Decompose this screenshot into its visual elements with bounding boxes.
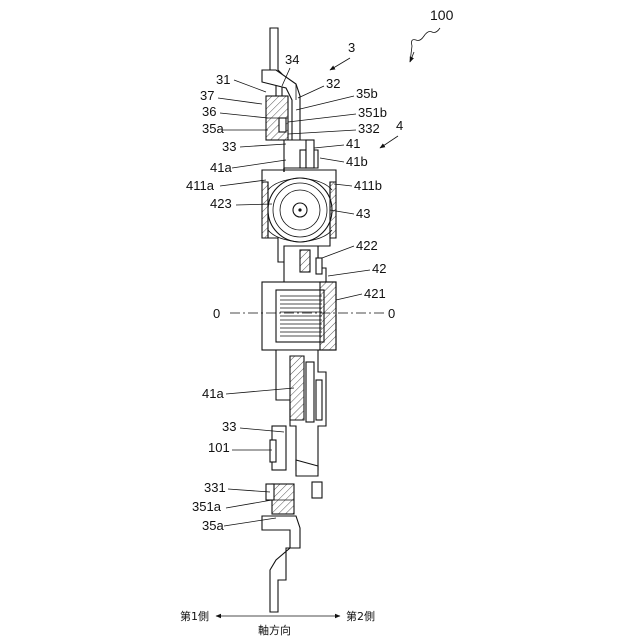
label-41a-bottom: 41a <box>202 386 224 401</box>
label-32: 32 <box>326 76 340 91</box>
direction-first-side: 第1側 <box>180 609 209 623</box>
outer-plate-bottom <box>262 516 300 612</box>
label-33-bottom: 33 <box>222 419 236 434</box>
label-411a: 411a <box>186 178 215 193</box>
direction-second-side: 第2側 <box>346 609 375 623</box>
label-4: 4 <box>396 118 403 133</box>
axis-label-left: 0 <box>213 306 220 321</box>
label-35a-top: 35a <box>202 121 224 136</box>
axis-label-right: 0 <box>388 306 395 321</box>
label-43: 43 <box>356 206 370 221</box>
clutch-assembly-section <box>262 28 336 612</box>
label-41a-top: 41a <box>210 160 232 175</box>
label-31: 31 <box>216 72 230 87</box>
label-3: 3 <box>348 40 355 55</box>
label-36: 36 <box>202 104 216 119</box>
label-332: 332 <box>358 121 380 136</box>
label-37: 37 <box>200 88 214 103</box>
label-41b: 41b <box>346 154 368 169</box>
label-42: 42 <box>372 261 386 276</box>
label-411b: 411b <box>354 178 382 193</box>
leader-100 <box>410 28 440 62</box>
label-421: 421 <box>364 286 386 301</box>
label-41: 41 <box>346 136 360 151</box>
direction-axial: 軸方向 <box>258 623 291 637</box>
label-351a: 351a <box>192 499 222 514</box>
label-423: 423 <box>210 196 232 211</box>
axial-direction: 第1側 軸方向 第2側 <box>180 609 375 637</box>
label-422: 422 <box>356 238 378 253</box>
label-35b: 35b <box>356 86 378 101</box>
facing-stack-bottom <box>272 484 294 514</box>
label-331: 331 <box>204 480 226 495</box>
rivet-top <box>279 118 286 132</box>
label-351b: 351b <box>358 105 387 120</box>
label-33-top: 33 <box>222 139 236 154</box>
label-35a-bottom: 35a <box>202 518 224 533</box>
label-101: 101 <box>208 440 230 455</box>
label-100: 100 <box>430 7 454 23</box>
label-34: 34 <box>285 52 299 67</box>
